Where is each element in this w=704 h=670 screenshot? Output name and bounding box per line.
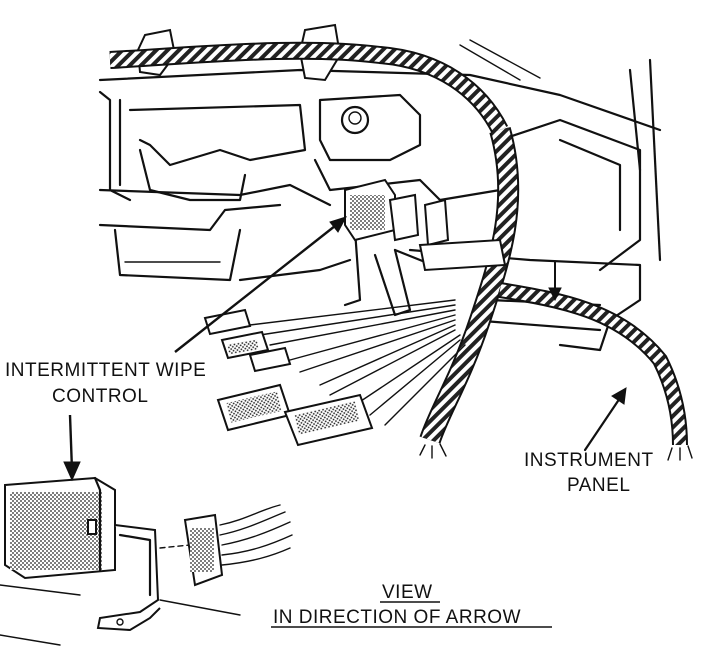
wire-harness	[109, 41, 693, 461]
detail-view	[0, 476, 293, 646]
wipe-control-installed	[344, 178, 507, 272]
leader-lines	[63, 216, 627, 482]
connector-fan	[203, 228, 466, 447]
instrument-panel-label-line1: INSTRUMENT	[524, 450, 654, 471]
instrument-panel-label-line2: PANEL	[567, 475, 630, 496]
text-labels: INTERMITTENT WIPE CONTROL INSTRUMENT PAN…	[5, 360, 654, 628]
view-label-line1: VIEW	[382, 582, 433, 603]
intermittent-wipe-label-line2: CONTROL	[52, 386, 148, 407]
intermittent-wipe-label-line1: INTERMITTENT WIPE	[5, 360, 206, 381]
view-label-line2: IN DIRECTION OF ARROW	[273, 607, 521, 628]
dash-structure	[98, 23, 662, 352]
